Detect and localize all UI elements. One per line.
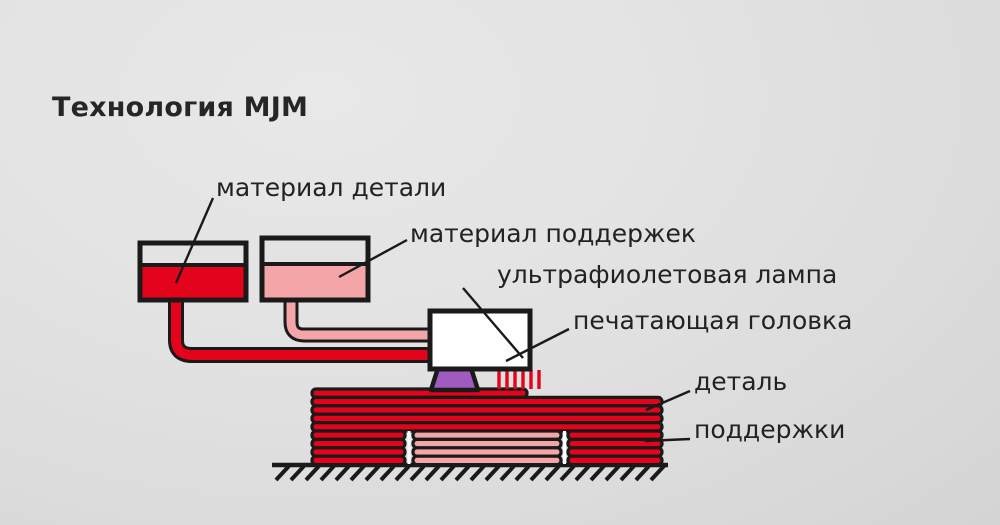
part-layers-lower-left bbox=[310, 429, 407, 467]
leader-part bbox=[645, 389, 691, 412]
label-support-material: материал поддержек bbox=[410, 219, 696, 248]
leader-lines bbox=[174, 197, 691, 443]
tank-support-material bbox=[259, 235, 371, 303]
label-part: деталь bbox=[694, 367, 788, 396]
support-layers bbox=[411, 429, 563, 467]
material-tubes bbox=[168, 300, 436, 363]
label-supports: поддержки bbox=[694, 415, 846, 444]
tank-part-material bbox=[137, 240, 249, 303]
platform-hatch-marks bbox=[274, 464, 666, 482]
leader-uv-lamp bbox=[462, 287, 524, 359]
leader-supports bbox=[644, 437, 691, 443]
page-title: Технология MJM bbox=[52, 92, 309, 123]
leader-support-material bbox=[338, 238, 408, 279]
support-tube-outline bbox=[283, 300, 436, 343]
label-uv-lamp: ультрафиолетовая лампа bbox=[497, 260, 838, 289]
part-layers-upper bbox=[310, 387, 664, 433]
leader-part-material bbox=[174, 197, 215, 284]
build-platform bbox=[272, 462, 668, 482]
label-part-material: материал детали bbox=[216, 173, 447, 202]
support-tube-fill bbox=[286, 300, 436, 340]
material-jets bbox=[497, 370, 541, 389]
print-head bbox=[427, 308, 533, 372]
part-layers-lower-right bbox=[566, 429, 664, 467]
leader-print-head bbox=[505, 327, 570, 363]
label-print-head: печатающая головка bbox=[573, 306, 853, 335]
cavity-gap-markers bbox=[407, 431, 566, 464]
build-object bbox=[310, 387, 664, 467]
part-tube-fill bbox=[171, 300, 436, 360]
